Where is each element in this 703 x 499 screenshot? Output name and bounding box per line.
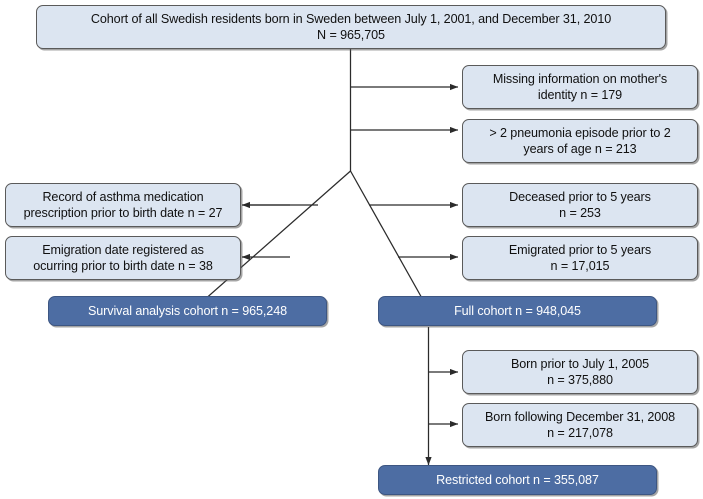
- node-excl-pneumonia[interactable]: > 2 pneumonia episode prior to 2 years o…: [462, 119, 698, 163]
- edge-to-survival-cohort: [185, 170, 351, 317]
- node-excl-deceased[interactable]: Deceased prior to 5 years n = 253: [462, 183, 698, 227]
- node-excl-born-following[interactable]: Born following December 31, 2008 n = 217…: [462, 403, 698, 447]
- node-excl-asthma-medication[interactable]: Record of asthma medication prescription…: [5, 183, 241, 227]
- node-excl-emigration-date[interactable]: Emigration date registered as ocurring p…: [5, 236, 241, 280]
- node-excl-born-prior[interactable]: Born prior to July 1, 2005 n = 375,880: [462, 350, 698, 394]
- node-excl-mother-identity[interactable]: Missing information on mother's identity…: [462, 65, 698, 109]
- node-source-cohort[interactable]: Cohort of all Swedish residents born in …: [36, 5, 666, 49]
- node-excl-emigrated[interactable]: Emigrated prior to 5 years n = 17,015: [462, 236, 698, 280]
- node-full-cohort[interactable]: Full cohort n = 948,045: [378, 296, 657, 326]
- node-restricted-cohort[interactable]: Restricted cohort n = 355,087: [378, 465, 657, 495]
- node-survival-cohort[interactable]: Survival analysis cohort n = 965,248: [48, 296, 327, 326]
- edge-to-full-cohort: [349, 170, 433, 317]
